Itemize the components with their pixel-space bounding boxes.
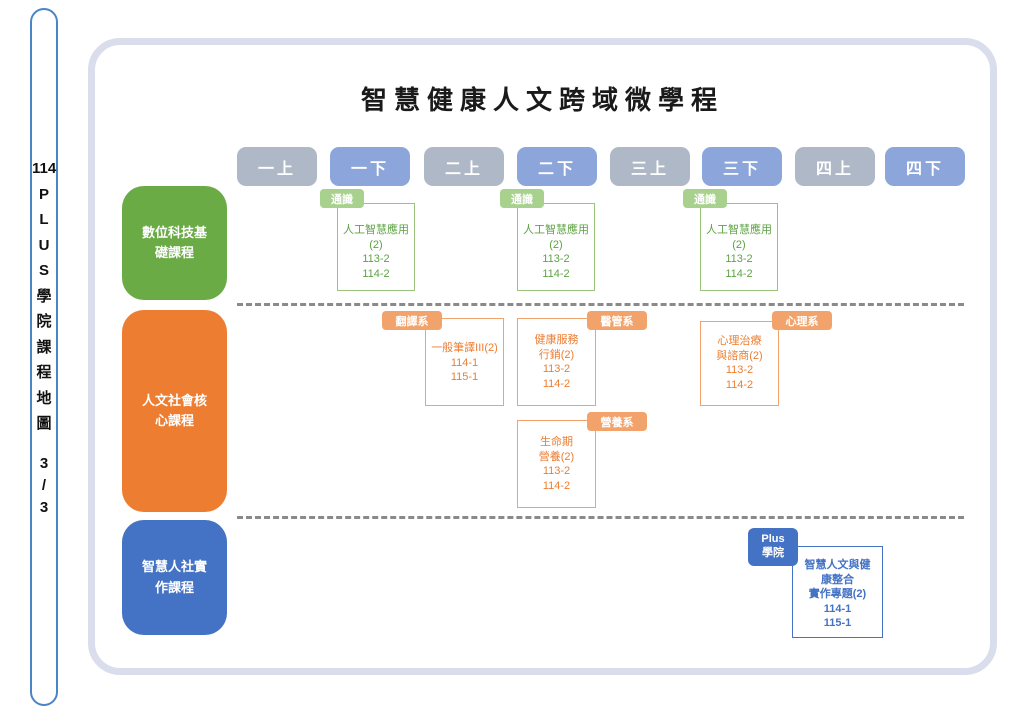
- course-tag-plus-college: Plus 學院: [748, 528, 798, 566]
- course-tag-general-ed-2: 通識: [500, 189, 544, 208]
- semester-header-2b: 二下: [517, 147, 597, 186]
- course-tag-general-ed-3: 通識: [683, 189, 727, 208]
- program-name-vertical: 114 P L U S 學 院 課 程 地 圖: [32, 160, 57, 432]
- semester-header-4b: 四下: [885, 147, 965, 186]
- category-smart-practice: 智慧人社實作課程: [122, 520, 227, 635]
- semester-header-2a: 二上: [424, 147, 504, 186]
- semester-header-1a: 一上: [237, 147, 317, 186]
- course-box-lifespan-nutrition: 生命期 營養(2) 113-2 114-2: [517, 420, 596, 508]
- page-number: 3 / 3: [39, 454, 49, 516]
- category-label: 智慧人社實作課程: [141, 559, 207, 595]
- semester-header-3b: 三下: [702, 147, 782, 186]
- course-box-ai-application-2: 人工智慧應用 (2) 113-2 114-2: [517, 203, 595, 291]
- course-box-smart-humanities-health-capstone: 智慧人文與健 康整合 實作專題(2) 114-1 115-1: [792, 546, 883, 638]
- row-divider-1: [237, 303, 964, 306]
- course-box-ai-application-3: 人工智慧應用 (2) 113-2 114-2: [700, 203, 778, 291]
- category-humanities-social-core: 人文社會核心課程: [122, 310, 227, 512]
- category-digital-tech-basic: 數位科技基礎課程: [122, 186, 227, 300]
- row-divider-2: [237, 516, 964, 519]
- page-title: 智慧健康人文跨域微學程: [360, 85, 724, 115]
- category-label: 人文社會核心課程: [141, 392, 207, 428]
- course-box-health-service-marketing: 健康服務 行銷(2) 113-2 114-2: [517, 318, 596, 406]
- course-tag-psychology-dept: 心理系: [772, 311, 832, 330]
- course-tag-health-admin-dept: 醫管系: [587, 311, 647, 330]
- program-sidebar-tab: 114 P L U S 學 院 課 程 地 圖 3 / 3: [30, 8, 58, 706]
- category-label: 數位科技基礎課程: [141, 224, 207, 260]
- course-tag-translation-dept: 翻譯系: [382, 311, 442, 330]
- semester-header-3a: 三上: [610, 147, 690, 186]
- semester-header-1b: 一下: [330, 147, 410, 186]
- course-box-psychotherapy-counseling: 心理治療 與諮商(2) 113-2 114-2: [700, 321, 779, 406]
- course-tag-general-ed-1: 通識: [320, 189, 364, 208]
- course-box-general-translation: 一般筆譯III(2) 114-1 115-1: [425, 318, 504, 406]
- course-tag-nutrition-dept: 營養系: [587, 412, 647, 431]
- semester-header-4a: 四上: [795, 147, 875, 186]
- course-box-ai-application-1: 人工智慧應用 (2) 113-2 114-2: [337, 203, 415, 291]
